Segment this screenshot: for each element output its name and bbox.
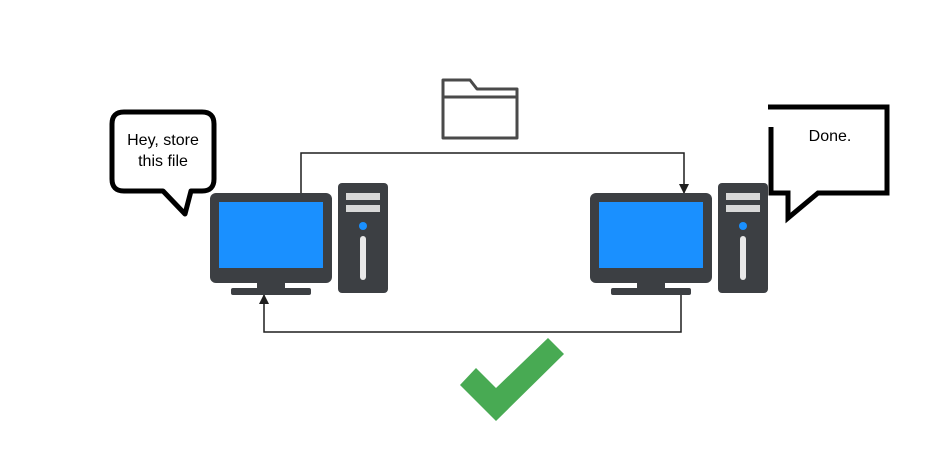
folder-icon bbox=[441, 78, 519, 140]
screen bbox=[219, 202, 323, 268]
request-arrow bbox=[300, 152, 689, 194]
monitor-stand bbox=[611, 288, 691, 295]
left-bubble-line-1: Hey, store bbox=[127, 132, 199, 149]
left-speech-bubble: Hey, store this file bbox=[109, 109, 217, 217]
right-bubble-line-1: Done. bbox=[809, 128, 852, 145]
computer-tower bbox=[338, 183, 388, 293]
client-computer bbox=[210, 183, 388, 295]
left-bubble-line-2: this file bbox=[138, 153, 188, 170]
right-speech-bubble: Done. bbox=[768, 104, 890, 224]
server-computer bbox=[590, 183, 768, 295]
desktop-computer-icon bbox=[590, 183, 768, 295]
monitor-stand bbox=[231, 288, 311, 295]
screen bbox=[599, 202, 703, 268]
computer-tower bbox=[718, 183, 768, 293]
desktop-computer-icon bbox=[210, 183, 388, 295]
response-arrow bbox=[259, 293, 682, 333]
checkmark-icon bbox=[460, 338, 564, 421]
